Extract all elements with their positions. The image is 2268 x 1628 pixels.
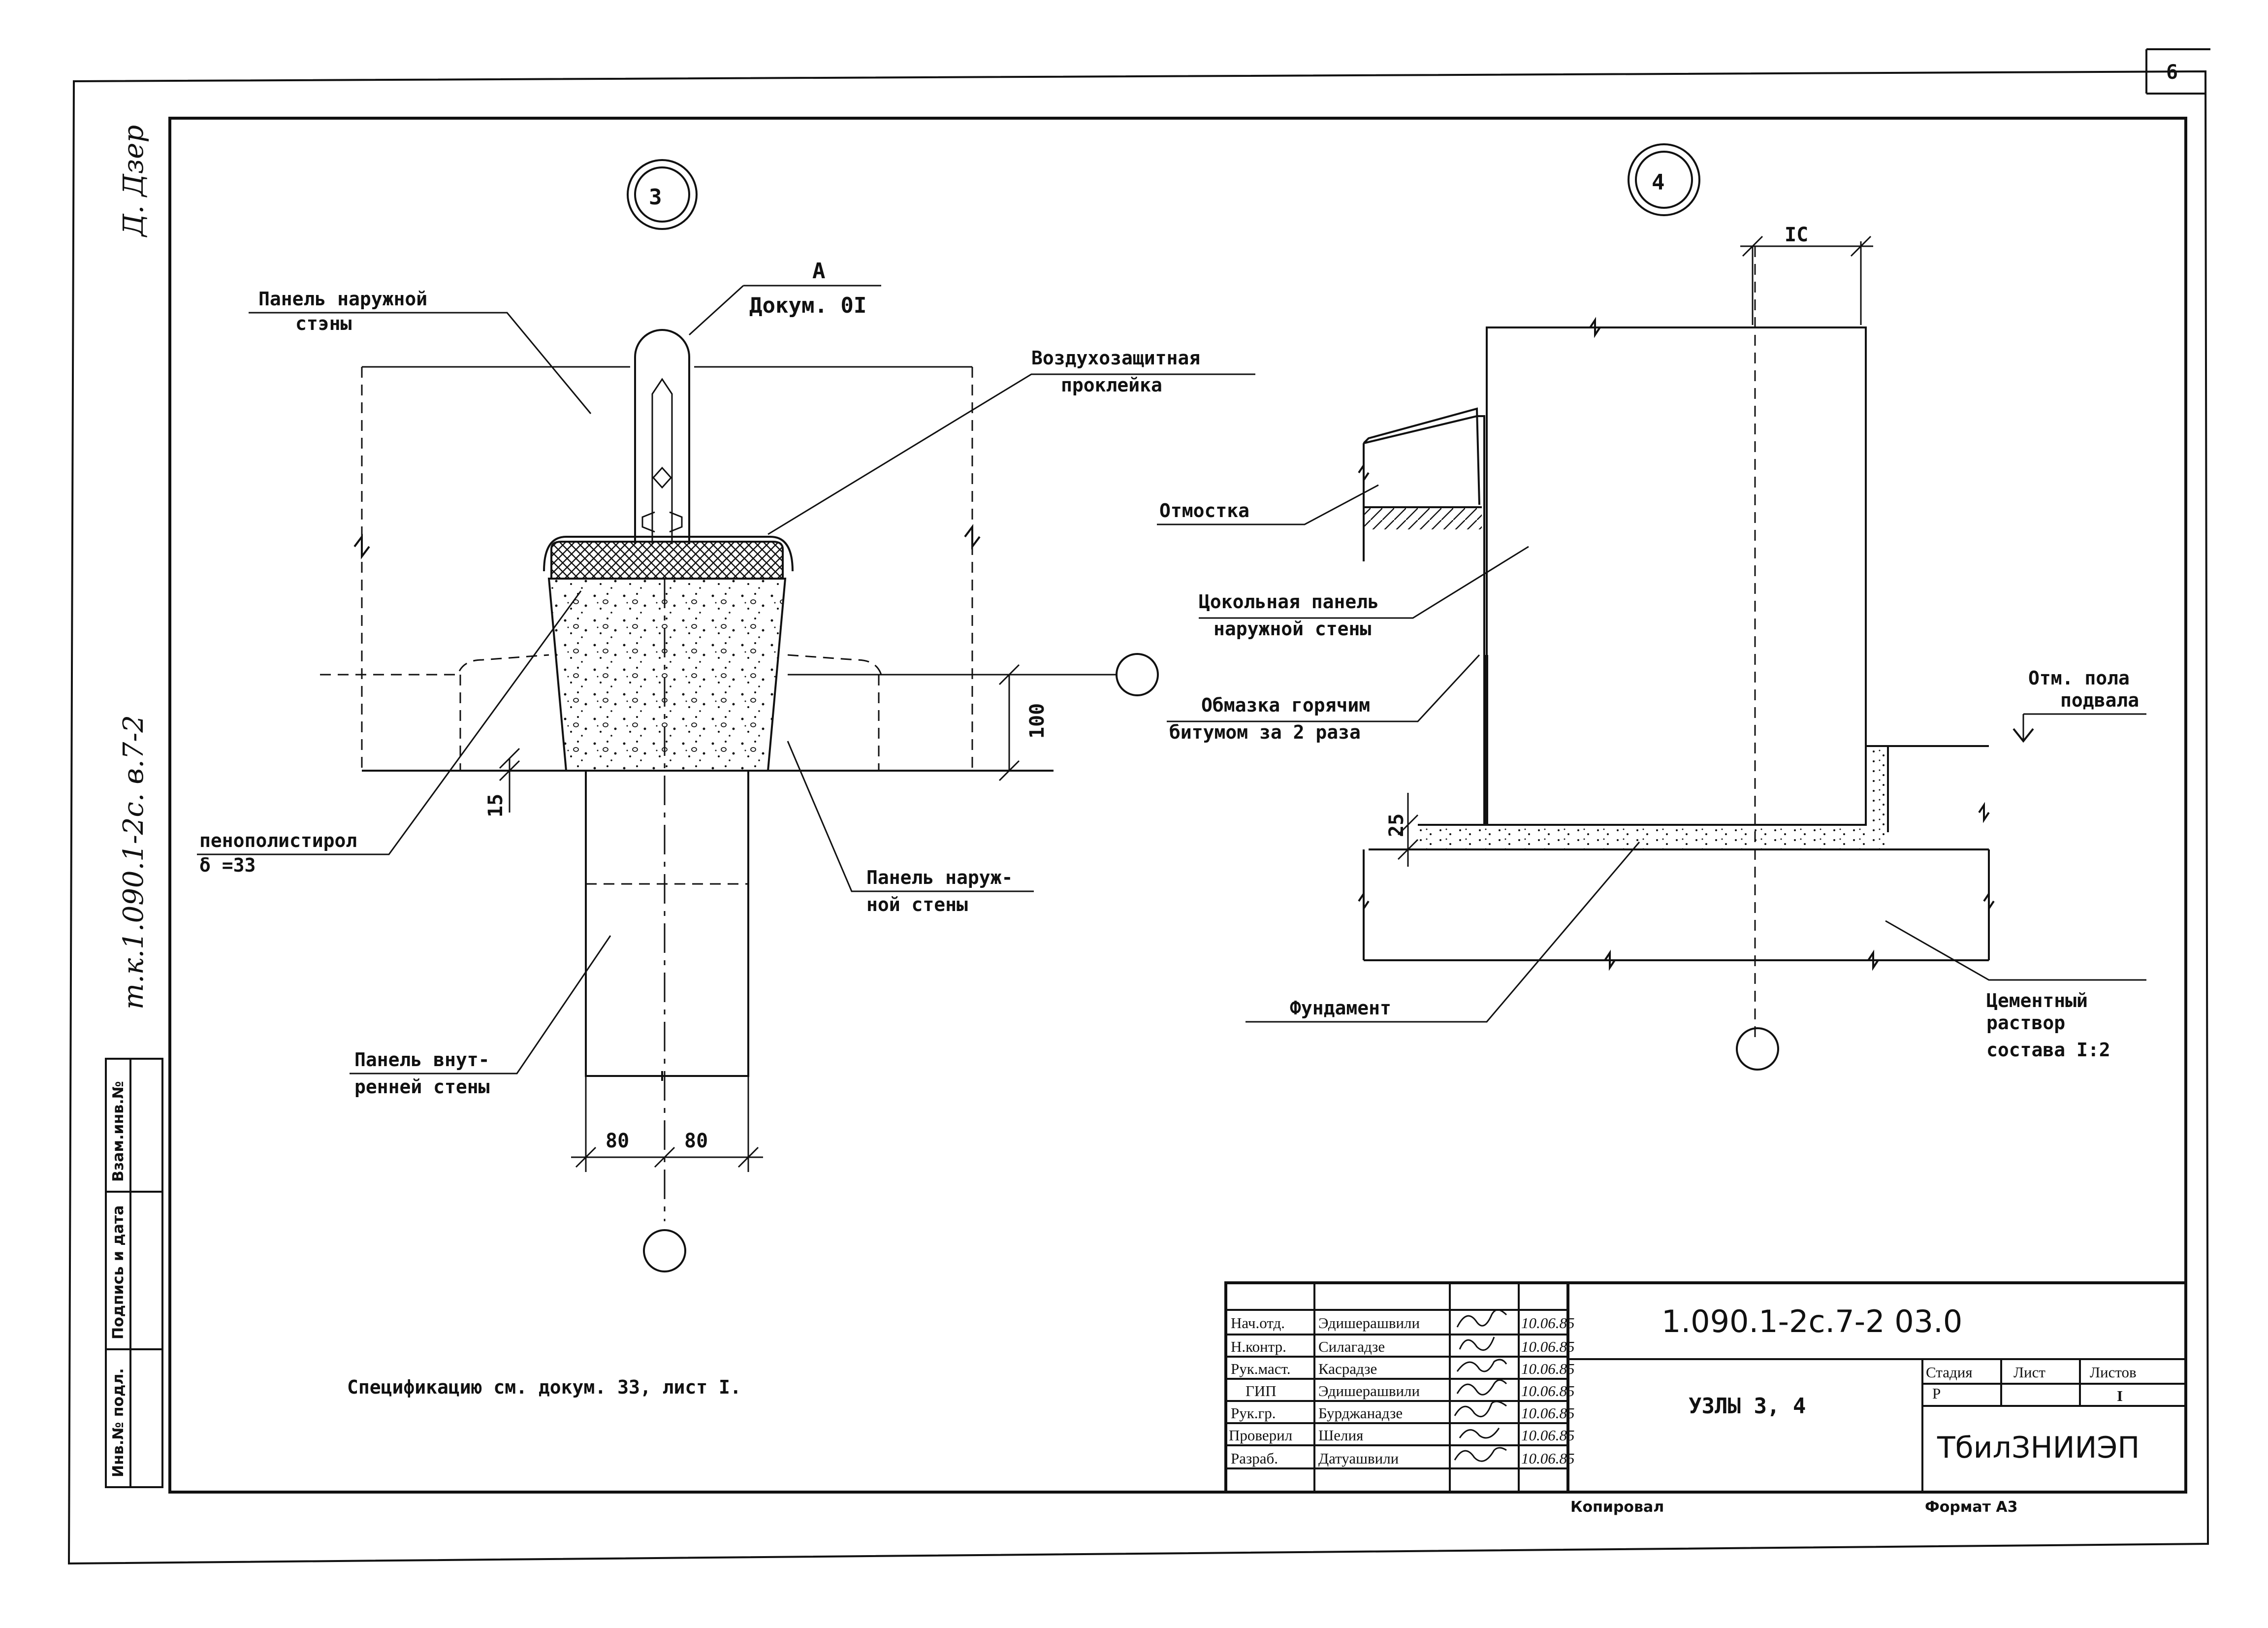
row-name: Эдишерашвили [1318,1382,1420,1400]
row-role: Разраб. [1231,1450,1278,1467]
row-role: ГИП [1246,1382,1277,1400]
row-role: Н.контр. [1231,1338,1286,1355]
label-mortar-line2: раствор [1986,1012,2065,1034]
title-block-row: Нач.отд. Эдишерашвили 10.06.85 [1231,1309,1575,1332]
document-title: УЗЛЫ 3, 4 [1689,1394,1806,1419]
label-inner-panel-line2: ренней стены [354,1076,490,1098]
node-4-number: 4 [1652,170,1665,195]
node-4-dim-25: 25 [1385,814,1408,837]
page-number: 6 [2166,61,2178,84]
sheet-frame [67,48,2210,1565]
node-3-ref-letter: А [812,259,826,284]
row-signature [1459,1428,1500,1439]
margin-signature: Д. Дзер [118,125,150,238]
sheets-label: Листов [2090,1364,2137,1381]
sheets-value: I [2117,1387,2123,1404]
specification-note: Спецификацию см. докум. 33, лист I. [347,1376,741,1398]
node-3-dim-15: 15 [484,794,507,817]
footer-copied: Копировал [1570,1498,1664,1516]
node-4-dim-top: IC [1785,224,1808,246]
row-name: Эдишерашвили [1318,1314,1420,1332]
stage-value: Р [1932,1385,1941,1402]
row-role: Рук.гр. [1231,1404,1276,1422]
row-date: 10.06.85 [1521,1338,1575,1355]
row-name: Касрадзе [1318,1360,1377,1377]
label-outer-panel-line1: Панель наружной [258,288,427,310]
row-date: 10.06.85 [1521,1314,1575,1332]
title-block [1224,1281,2187,1494]
label-floor-line2: подвала [2060,689,2139,711]
row-name: Бурджанадзе [1318,1404,1403,1422]
title-block-row: Рук.гр. Бурджанадзе 10.06.85 [1231,1400,1575,1422]
node-3-detail [197,159,1255,1272]
row-date: 10.06.85 [1521,1450,1575,1467]
row-name: Датуашвили [1318,1450,1399,1467]
left-stamp [105,1058,163,1488]
stamp-inventory-label: Инв.№ подл. [110,1368,127,1477]
row-date: 10.06.85 [1521,1404,1575,1422]
label-bitumen-line1: Обмазка горячим [1201,694,1370,716]
title-block-row: ГИП Эдишерашвили 10.06.85 [1246,1379,1575,1400]
row-role: Проверил [1229,1427,1292,1444]
stamp-replace-label: Взам.инв.№ [110,1081,127,1182]
label-plinth-line1: Цокольная панель [1199,591,1379,613]
row-signature [1459,1336,1495,1351]
node-4-detail [1157,143,2146,1071]
label-blind-area: Отмостка [1159,500,1249,521]
label-bitumen-line2: битумом за 2 раза [1169,721,1361,743]
label-outer-panel-b-line2: ной стены [866,894,968,915]
row-name: Силагадзе [1318,1338,1385,1355]
label-plinth-line2: наружной стены [1214,618,1371,640]
node-3-dim-80-right: 80 [684,1130,708,1152]
label-outer-panel-line2: стэны [295,313,352,334]
node-3-ref-doc: Докум. 0I [749,293,866,318]
label-inner-panel-line1: Панель внут- [354,1049,490,1071]
stamp-signature-label: Подпись и дата [110,1205,127,1339]
row-date: 10.06.85 [1521,1360,1575,1377]
sheet-label: Лист [2013,1364,2045,1381]
label-foam-line2: δ =33 [199,854,256,876]
row-role: Рук.маст. [1231,1360,1290,1377]
label-air-seal-line2: проклейка [1061,374,1162,396]
document-code: 1.090.1-2с.7-2 03.0 [1661,1303,1962,1339]
row-name: Шелия [1318,1427,1363,1444]
label-floor-line1: Отм. пола [2028,667,2130,689]
node-3-dim-100: 100 [1026,703,1049,739]
node-3-dim-80-left: 80 [606,1130,629,1152]
row-date: 10.06.85 [1521,1382,1575,1400]
label-mortar-line3: состава I:2 [1986,1039,2110,1061]
row-signature [1454,1400,1507,1418]
title-block-row: Н.контр. Силагадзе 10.06.85 [1231,1336,1575,1355]
label-air-seal-line1: Воздухозащитная [1031,347,1200,369]
row-signature [1456,1379,1507,1396]
row-date: 10.06.85 [1521,1427,1575,1444]
row-signature [1456,1359,1507,1372]
row-signature [1454,1447,1507,1462]
label-outer-panel-b-line1: Панель наруж- [866,867,1013,888]
label-foundation: Фундамент [1290,997,1391,1019]
footer-format: Формат А3 [1925,1498,2018,1516]
title-block-row: Разраб. Датуашвили 10.06.85 [1231,1447,1575,1467]
title-block-row: Рук.маст. Касрадзе 10.06.85 [1231,1359,1575,1377]
organization-name: ТбилЗНИИЭП [1937,1431,2140,1465]
row-role: Нач.отд. [1231,1314,1285,1332]
stage-label: Стадия [1926,1364,1973,1381]
label-mortar-line1: Цементный [1986,990,2088,1011]
row-signature [1456,1309,1507,1328]
label-foam-line1: пенополистирол [199,830,357,851]
margin-archive-note: т.к.1.090.1-2с. в.7-2 [118,715,150,1009]
title-block-row: Проверил Шелия 10.06.85 [1229,1427,1575,1444]
node-3-number: 3 [649,185,662,210]
